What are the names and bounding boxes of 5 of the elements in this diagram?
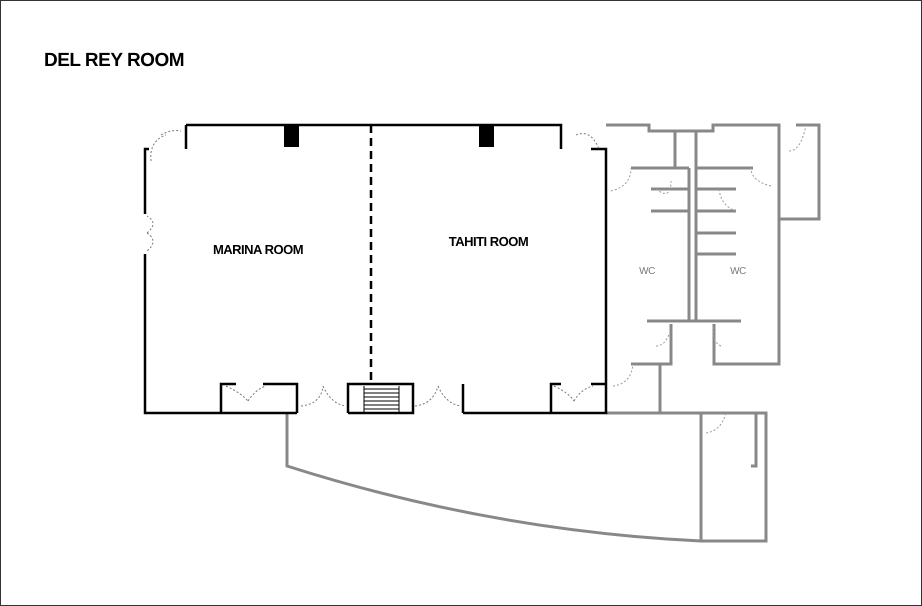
room-label: WC <box>639 266 655 276</box>
room-label: WC <box>730 266 746 276</box>
room-label: MARINA ROOM <box>212 242 304 257</box>
room-label: TAHITI ROOM <box>448 234 528 249</box>
plan-title: DEL REY ROOM <box>44 50 184 72</box>
